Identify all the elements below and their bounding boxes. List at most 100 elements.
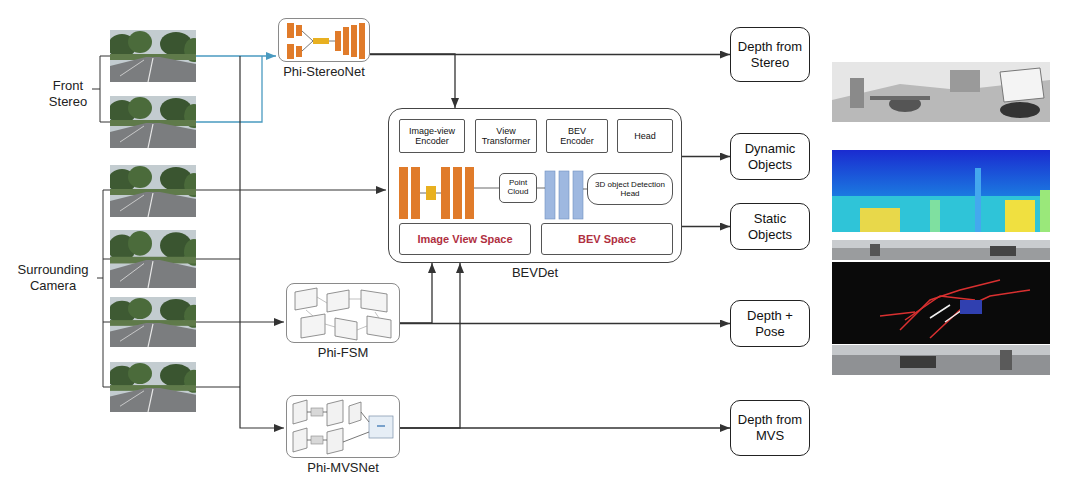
illustration-part-part [880, 280, 1030, 338]
network-box-part-part [377, 425, 385, 426]
network-box-part [287, 284, 401, 344]
network-box-part-part-part [307, 412, 369, 442]
box-text: Depth from MVS [734, 412, 806, 443]
illustration-part-part [196, 56, 262, 122]
module-box: View Transformer [475, 119, 537, 153]
illustration-part-part-part [880, 312, 915, 316]
detector-box-part-part-part [573, 171, 583, 219]
detector-box-part-part-part [441, 167, 450, 219]
illustration-part-part [196, 55, 276, 56]
box-heading: BEVDet [389, 265, 681, 280]
illustration-part [832, 150, 1050, 232]
detector-box-part-part-part [559, 171, 569, 219]
side-label: Surrounding Camera [8, 262, 98, 295]
illustration-part-part [832, 240, 1050, 260]
box-text: 3D object Detection Head [591, 180, 669, 198]
network-box-part-part [295, 288, 391, 340]
illustration-part-part [1000, 68, 1044, 102]
illustration-part-part [103, 190, 110, 387]
detector-box-part-part-part [399, 167, 408, 219]
detector-box-part-part-part [465, 167, 474, 219]
network-box-part-part-part [349, 402, 361, 424]
connector-arrow [400, 427, 730, 428]
network-box: Phi-FSM [286, 283, 400, 343]
space-box: BEV Space [541, 223, 673, 255]
network-box-part-part-part [343, 27, 349, 55]
connector-arrow [400, 263, 460, 428]
output-box: Depth + Pose [730, 300, 810, 347]
point-cloud-box: Point Cloud [499, 173, 537, 203]
connector-arrow [400, 323, 730, 324]
illustration-part-part-part [930, 290, 1030, 338]
illustration-part-part [870, 244, 880, 256]
illustration-part-part [832, 150, 1050, 232]
detection-head-box: 3D object Detection Head [587, 173, 673, 205]
illustration-part [108, 362, 204, 412]
illustration-part [108, 30, 204, 82]
illustration-part-part [832, 62, 1050, 122]
box-text: Point Cloud [501, 179, 535, 197]
illustration-part-part [196, 189, 386, 190]
illustration-part-part [1000, 350, 1012, 370]
connector-arrow [682, 226, 730, 227]
illustration-part [196, 56, 276, 122]
network-box-part-part-part [296, 25, 302, 36]
network-box-part-part-part [287, 23, 294, 38]
illustration-part-part [196, 321, 284, 322]
network-box-part-part-part [335, 318, 357, 340]
illustration-part-part [832, 240, 1050, 248]
space-box: Image View Space [399, 223, 531, 255]
network-box-part-part [369, 416, 393, 438]
illustration-part-part [1040, 190, 1050, 232]
illustration-part [196, 56, 386, 428]
illustration-part-part [196, 386, 240, 387]
box-heading: Phi-MVSNet [287, 460, 399, 475]
illustration-part [108, 297, 204, 347]
network-box-part-part-part [302, 31, 335, 51]
illustration-part [108, 230, 204, 288]
illustration-part-part [97, 278, 103, 279]
detector-box-part-part-part [411, 167, 420, 219]
box-text: View Transformer [479, 126, 533, 147]
illustration-part-part [832, 345, 1050, 375]
module-box: Image-view Encoder [399, 119, 465, 153]
network-box-part-part-part [327, 428, 343, 454]
network-box-part-part [302, 31, 335, 51]
illustration-part-part [1005, 200, 1035, 232]
output-box: Depth from Stereo [730, 27, 810, 82]
detector-box-part-part-part [453, 167, 462, 219]
box-heading: Phi-FSM [287, 345, 399, 360]
illustration-part-part [832, 345, 1050, 355]
output-box: Dynamic Objects [730, 133, 810, 180]
box-text: Image-view Encoder [403, 126, 461, 147]
connector-arrow [400, 263, 432, 323]
network-box-part-part [306, 297, 379, 330]
network-box-part-part [311, 436, 323, 444]
network-box-part-part [293, 400, 361, 454]
output-box: Static Objects [730, 203, 810, 250]
illustration-part-part [975, 168, 981, 232]
box-text: BEV Encoder [550, 126, 604, 147]
detector-box-part-part [426, 186, 436, 200]
box-heading: Phi-StereoNet [279, 64, 369, 79]
illustration-part-part [990, 246, 1016, 256]
box-text: BEVDet [512, 265, 558, 280]
box-text: Dynamic Objects [734, 141, 806, 172]
box-text: Static Objects [734, 211, 806, 242]
network-box-part-part-part [287, 44, 294, 59]
illustration-part [832, 240, 1050, 375]
network-box-part-part [307, 412, 369, 442]
box-text: Phi-StereoNet [283, 64, 365, 79]
illustration-part-part [870, 96, 930, 100]
illustration-part-part [92, 89, 100, 90]
network-box-part-part-part [301, 314, 325, 338]
illustration-part-part [1000, 102, 1040, 118]
illustration-part [108, 165, 204, 217]
network-box-part-part-part [361, 290, 387, 312]
network-box-part-part-part [293, 400, 307, 424]
network-box: Phi-StereoNet [278, 18, 370, 62]
illustration-part-part [960, 300, 982, 314]
illustration-part-part [103, 259, 110, 322]
illustration-part-part [240, 56, 284, 428]
